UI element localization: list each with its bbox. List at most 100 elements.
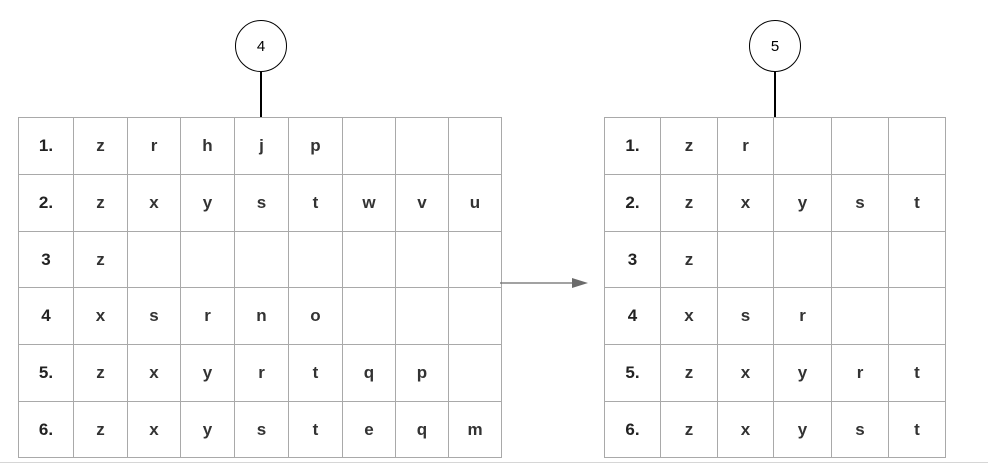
table-cell: r xyxy=(773,287,832,345)
table-cell: y xyxy=(773,174,832,232)
table-cell: s xyxy=(831,174,889,232)
table-cell: u xyxy=(448,174,502,232)
table-cell: z xyxy=(73,231,128,288)
table-cell: y xyxy=(180,401,235,458)
table-cell: n xyxy=(234,287,289,345)
table-cell: s xyxy=(234,401,289,458)
table-cell: q xyxy=(342,344,396,402)
table-cell xyxy=(888,117,946,175)
table-cell: s xyxy=(717,287,774,345)
table-cell xyxy=(395,117,449,175)
table-cell: s xyxy=(127,287,181,345)
table-cell: r xyxy=(180,287,235,345)
table-cell: t xyxy=(888,344,946,402)
table-cell: x xyxy=(717,344,774,402)
table-cell xyxy=(448,231,502,288)
table-cell: p xyxy=(395,344,449,402)
row-number-cell: 4 xyxy=(604,287,661,345)
table-cell: z xyxy=(660,117,718,175)
table-cell: q xyxy=(395,401,449,458)
table-cell: x xyxy=(660,287,718,345)
table-cell xyxy=(342,117,396,175)
table-cell: t xyxy=(888,401,946,458)
row-number-cell: 3 xyxy=(18,231,74,288)
table-cell: r xyxy=(127,117,181,175)
table-cell: e xyxy=(342,401,396,458)
table-cell: z xyxy=(660,231,718,288)
table-cell: r xyxy=(717,117,774,175)
table-cell: y xyxy=(180,174,235,232)
row-number-cell: 4 xyxy=(18,287,74,345)
table-cell: x xyxy=(127,344,181,402)
table-cell: t xyxy=(288,344,343,402)
row-number-cell: 6. xyxy=(604,401,661,458)
table-cell: j xyxy=(234,117,289,175)
row-number-cell: 5. xyxy=(604,344,661,402)
table-cell: t xyxy=(288,174,343,232)
table-cell xyxy=(773,231,832,288)
node-circle-right: 5 xyxy=(749,20,801,72)
table-cell xyxy=(448,287,502,345)
table-cell: z xyxy=(73,344,128,402)
table-cell: x xyxy=(717,174,774,232)
table-cell xyxy=(448,117,502,175)
table-cell xyxy=(127,231,181,288)
table-cell: r xyxy=(831,344,889,402)
row-number-cell: 5. xyxy=(18,344,74,402)
table-cell: y xyxy=(180,344,235,402)
table-cell xyxy=(831,287,889,345)
row-number-cell: 2. xyxy=(604,174,661,232)
table-cell xyxy=(831,117,889,175)
bottom-border xyxy=(0,462,988,463)
table-cell: p xyxy=(288,117,343,175)
table-cell xyxy=(234,231,289,288)
table-cell xyxy=(773,117,832,175)
table-cell: z xyxy=(660,174,718,232)
node-circle-left: 4 xyxy=(235,20,287,72)
table-cell xyxy=(342,231,396,288)
row-number-cell: 1. xyxy=(604,117,661,175)
table-cell xyxy=(395,287,449,345)
table-cell: t xyxy=(888,174,946,232)
table-cell xyxy=(288,231,343,288)
table-cell: y xyxy=(773,344,832,402)
table-cell xyxy=(180,231,235,288)
node-connector-right xyxy=(774,72,776,117)
table-cell: t xyxy=(288,401,343,458)
table-cell: h xyxy=(180,117,235,175)
table-cell: x xyxy=(127,401,181,458)
table-cell: x xyxy=(717,401,774,458)
table-cell xyxy=(888,231,946,288)
table-cell xyxy=(831,231,889,288)
node-label-left: 4 xyxy=(256,37,266,55)
table-cell: s xyxy=(234,174,289,232)
table-cell xyxy=(448,344,502,402)
table-cell: r xyxy=(234,344,289,402)
node-connector-left xyxy=(260,72,262,117)
table-cell: x xyxy=(127,174,181,232)
table-cell xyxy=(395,231,449,288)
transition-arrow xyxy=(500,278,588,288)
table-cell: s xyxy=(831,401,889,458)
table-cell: z xyxy=(73,401,128,458)
row-number-cell: 3 xyxy=(604,231,661,288)
node-label-right: 5 xyxy=(770,37,780,55)
table-cell: z xyxy=(73,174,128,232)
table-cell: v xyxy=(395,174,449,232)
table-cell xyxy=(717,231,774,288)
table-cell: y xyxy=(773,401,832,458)
table-cell: z xyxy=(660,401,718,458)
table-cell: o xyxy=(288,287,343,345)
